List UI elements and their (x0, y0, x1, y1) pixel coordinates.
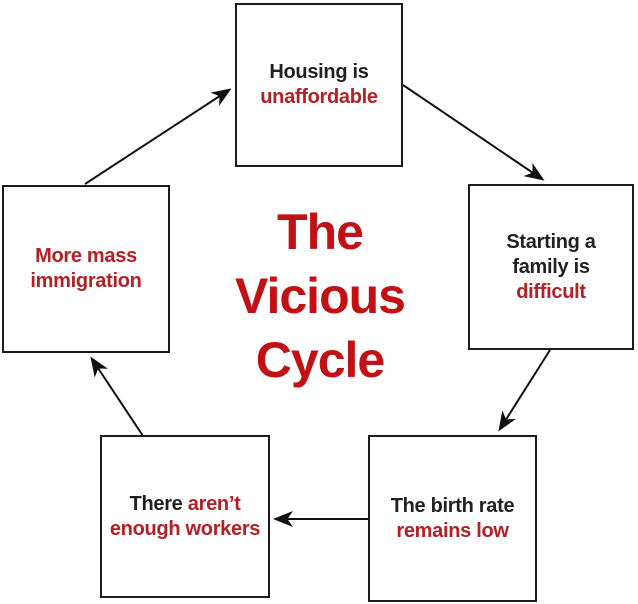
arrow-family-to-birth-rate (498, 349, 551, 432)
node-text-segment: There (129, 492, 188, 515)
arrow-immigration-to-housing (84, 88, 232, 185)
node-text-line: difficult (516, 280, 586, 305)
node-text-segment: immigration (30, 270, 142, 292)
arrow-workers-to-immigration (90, 356, 144, 437)
node-text-line: enough workers (109, 517, 261, 542)
diagram-title: The Vicious Cycle (180, 200, 460, 392)
node-text-line: The birth rate (391, 494, 515, 519)
node-text-segment: aren’t (187, 492, 241, 515)
node-text-segment: Housing is (269, 61, 369, 83)
node-text-segment: family is (512, 255, 590, 278)
node-text-segment: difficult (516, 280, 586, 303)
node-more-mass-immigration: More mass immigration (2, 185, 170, 353)
node-text-line: More mass (35, 244, 137, 269)
title-line-2: Vicious (235, 268, 406, 324)
node-text-segment: enough workers (109, 517, 261, 540)
node-housing-unaffordable: Housing is unaffordable (235, 3, 403, 167)
node-text-segment: unaffordable (260, 86, 378, 108)
node-text-segment: The birth rate (390, 494, 515, 517)
node-text-line: immigration (30, 269, 141, 294)
node-text-segment: remains low (396, 519, 509, 542)
node-text-segment: Starting a (506, 230, 596, 253)
node-text-line: There aren’t (130, 492, 241, 517)
node-text-line: remains low (396, 519, 509, 544)
node-text-line: Housing is (269, 60, 369, 85)
title-line-1: The (277, 204, 364, 260)
node-text-line: unaffordable (260, 85, 378, 110)
node-text-line: family is (512, 255, 590, 280)
arrow-housing-to-family (402, 84, 545, 181)
node-text-line: Starting a (506, 230, 596, 255)
node-text-segment: More mass (35, 245, 137, 267)
title-line-3: Cycle (255, 332, 385, 388)
